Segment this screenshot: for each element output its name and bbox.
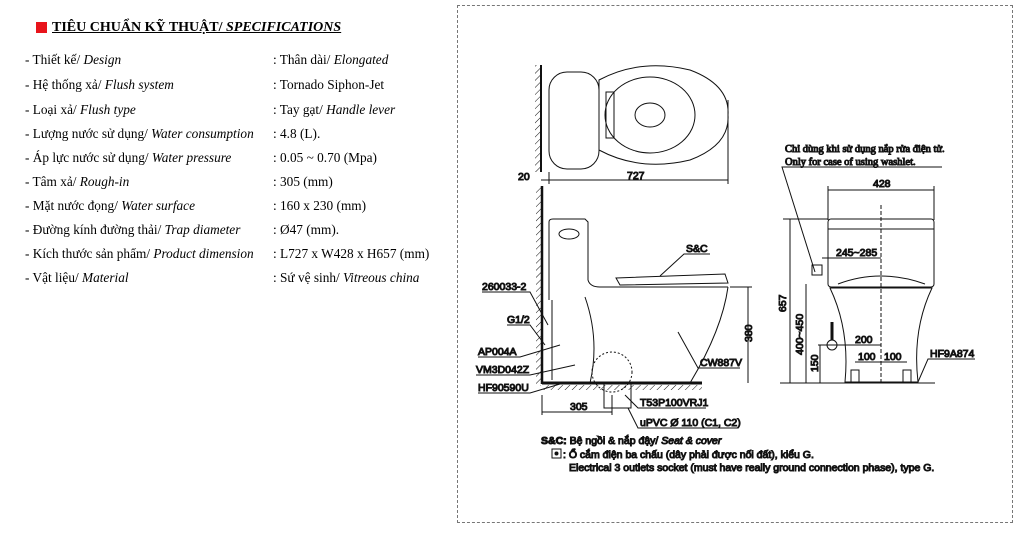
- spec-label-en: Rough-in: [79, 174, 130, 189]
- dim-length: 727: [627, 170, 645, 182]
- dim-socket-height: 400~450: [794, 314, 806, 355]
- spec-label-vi: - Kích thước sản phẩm/: [25, 246, 154, 261]
- legend-sc-key: S&C:: [541, 435, 567, 447]
- spec-label-en: Flush type: [80, 102, 136, 117]
- spec-value: : 160 x 230 (mm): [273, 198, 366, 214]
- spec-label-en: Material: [82, 270, 129, 285]
- spec-value-vi: : 4.8 (L).: [273, 126, 321, 141]
- title-vi: TIÊU CHUẨN KỸ THUẬT/: [52, 20, 226, 35]
- socket-icon: [551, 448, 562, 459]
- spec-value: : Tay gạt/ Handle lever: [273, 102, 395, 118]
- spec-label-vi: - Thiết kế/: [25, 52, 84, 67]
- spec-label-vi: - Hệ thống xả/: [25, 77, 105, 92]
- bullet-square-icon: [36, 22, 47, 33]
- spec-value-vi: : 0.05 ~ 0.70 (Mpa): [273, 150, 377, 165]
- spec-value-en: Vitreous china: [343, 270, 420, 285]
- dim-wall-offset: 20: [518, 171, 530, 183]
- spec-value-vi: : Ø47 (mm).: [273, 222, 340, 237]
- legend-sc-en: Seat & cover: [661, 435, 722, 447]
- spec-value-vi: : Thân dài/: [273, 52, 334, 67]
- spec-value-vi: : 305 (mm): [273, 174, 333, 189]
- spec-value-vi: : 160 x 230 (mm): [273, 198, 367, 213]
- spec-label-vi: - Vật liệu/: [25, 270, 82, 285]
- label-seat: S&C: [686, 243, 708, 255]
- top-view: 20 727: [518, 65, 729, 184]
- spec-value: : Sứ vệ sinh/ Vitreous china: [273, 270, 419, 286]
- spec-label-en: Water surface: [121, 198, 195, 213]
- spec-value: : Tornado Siphon-Jet: [273, 77, 384, 93]
- spec-label-vi: - Tâm xả/: [25, 174, 80, 189]
- spec-label: - Vật liệu/ Material: [25, 270, 129, 286]
- label-bowl: CW887V: [700, 357, 742, 369]
- label-bolt: HF9A874: [930, 348, 975, 360]
- spec-label-en: Trap diameter: [164, 222, 241, 237]
- dim-width: 428: [873, 178, 891, 190]
- label-part-vm3d042z: VM3D042Z: [476, 364, 530, 376]
- washlet-note-vi: Chỉ dùng khi sử dụng nắp rửa điện tử.: [785, 144, 945, 155]
- label-part-hf90590u: HF90590U: [478, 382, 529, 394]
- legend: S&C: Bệ ngồi & nắp đậy/ Seat & cover : Ổ…: [541, 434, 935, 475]
- spec-label-vi: - Mặt nước đọng/: [25, 198, 122, 213]
- label-part-g1-2: G1/2: [507, 314, 530, 326]
- label-pipe: uPVC Ø 110 (C1, C2): [640, 417, 741, 429]
- legend-socket-vi: : Ổ cắm điện ba chấu (dây phải được nối …: [563, 448, 814, 461]
- dim-total-height: 657: [777, 294, 789, 312]
- spec-label: - Tâm xả/ Rough-in: [25, 174, 129, 190]
- spec-value: : Ø47 (mm).: [273, 222, 339, 238]
- dim-seat-height: 380: [743, 324, 755, 342]
- spec-label: - Mặt nước đọng/ Water surface: [25, 198, 195, 214]
- spec-label: - Hệ thống xả/ Flush system: [25, 77, 174, 93]
- spec-label-en: Water pressure: [151, 150, 232, 165]
- dim-half-b: 100: [884, 351, 902, 363]
- spec-label-vi: - Loại xả/: [25, 102, 81, 117]
- spec-value: : Thân dài/ Elongated: [273, 52, 388, 68]
- spec-label: - Lượng nước sử dụng/ Water consumption: [25, 126, 254, 142]
- spec-label-en: Product dimension: [153, 246, 254, 261]
- front-view: Chỉ dùng khi sử dụng nắp rửa điện tử. On…: [777, 144, 975, 385]
- spec-value: : 305 (mm): [273, 174, 333, 190]
- spec-label-vi: - Áp lực nước sử dụng/: [25, 150, 152, 165]
- spec-label: - Đường kính đường thải/ Trap diameter: [25, 222, 240, 238]
- spec-value: : 4.8 (L).: [273, 126, 320, 142]
- spec-value-en: Elongated: [333, 52, 389, 67]
- spec-value: : L727 x W428 x H657 (mm): [273, 246, 429, 262]
- spec-value-vi: : Tornado Siphon-Jet: [273, 77, 385, 92]
- spec-value-vi: : Tay gạt/: [273, 102, 327, 117]
- side-view: 305 380 260033-2 G1/2 AP004A VM3D042Z HF…: [476, 186, 756, 430]
- dim-socket-offset: 245~285: [836, 247, 877, 259]
- legend-sc-vi: Bệ ngồi & nắp đậy/: [567, 434, 662, 447]
- spec-label-en: Water consumption: [151, 126, 254, 141]
- dim-half-a: 100: [858, 351, 876, 363]
- drawing-frame: [457, 5, 1013, 523]
- spec-label-en: Flush system: [104, 77, 174, 92]
- spec-label: - Áp lực nước sử dụng/ Water pressure: [25, 150, 231, 166]
- spec-value-vi: : Sứ vệ sinh/: [273, 270, 344, 285]
- label-part-ap004a: AP004A: [478, 346, 517, 358]
- washlet-note-en: Only for case of using washlet.: [785, 157, 916, 168]
- spec-label: - Kích thước sản phẩm/ Product dimension: [25, 246, 254, 262]
- dim-rough-in: 305: [570, 401, 588, 413]
- spec-label-vi: - Đường kính đường thải/: [25, 222, 165, 237]
- spec-value-vi: : L727 x W428 x H657 (mm): [273, 246, 430, 261]
- label-part-260033-2: 260033-2: [482, 281, 527, 293]
- spec-value-en: Handle lever: [326, 102, 396, 117]
- svg-text:S&C: Bệ ngồi & nắp đậy/ Seat &: S&C: Bệ ngồi & nắp đậy/ Seat & cover: [541, 434, 722, 447]
- label-flange: T53P100VRJ1: [640, 397, 708, 409]
- legend-socket-en: Electrical 3 outlets socket (must have r…: [569, 462, 934, 474]
- spec-label: - Thiết kế/ Design: [25, 52, 121, 68]
- spec-label-vi: - Lượng nước sử dụng/: [25, 126, 152, 141]
- dim-span: 200: [855, 334, 873, 346]
- spec-title: TIÊU CHUẨN KỸ THUẬT/ SPECIFICATIONS: [52, 20, 341, 36]
- spec-value: : 0.05 ~ 0.70 (Mpa): [273, 150, 377, 166]
- spec-label-en: Design: [83, 52, 122, 67]
- spec-label: - Loại xả/ Flush type: [25, 102, 136, 118]
- dim-supply-height: 150: [809, 354, 821, 372]
- title-en: SPECIFICATIONS: [226, 20, 342, 35]
